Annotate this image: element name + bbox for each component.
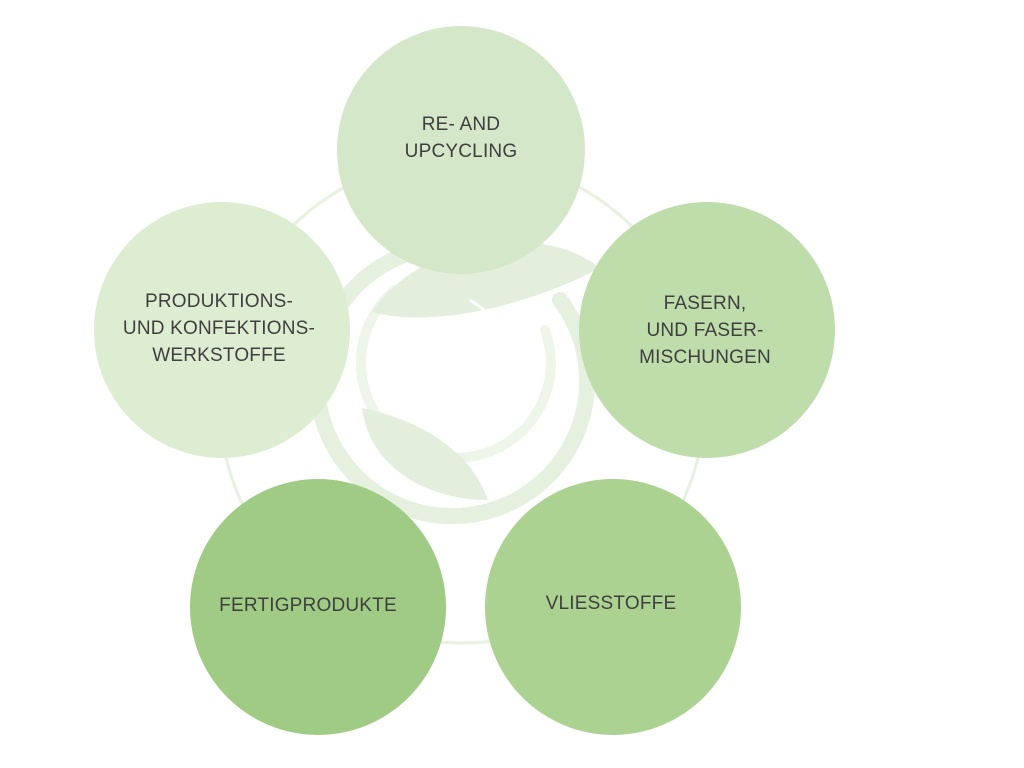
leaf-recycle-icon bbox=[309, 241, 600, 525]
node-label-produktions: PRODUKTIONS- UND KONFEKTIONS- WERKSTOFFE bbox=[122, 290, 316, 366]
node-label-vliesstoffe: VLIESSTOFFE bbox=[545, 592, 677, 614]
node-vliesstoffe: VLIESSTOFFE bbox=[485, 479, 741, 735]
node-fertigprodukte: FERTIGPRODUKTE bbox=[190, 479, 446, 735]
node-re-upcycling: RE- AND UPCYCLING bbox=[337, 26, 585, 274]
node-produktions: PRODUKTIONS- UND KONFEKTIONS- WERKSTOFFE bbox=[94, 202, 350, 458]
node-label-fasern: FASERN, UND FASER- MISCHUNGEN bbox=[639, 292, 771, 368]
node-label-fertigprodukte: FERTIGPRODUKTE bbox=[219, 594, 397, 616]
node-fasern: FASERN, UND FASER- MISCHUNGEN bbox=[579, 202, 835, 458]
node-label-re-upcycling: RE- AND UPCYCLING bbox=[404, 114, 518, 162]
